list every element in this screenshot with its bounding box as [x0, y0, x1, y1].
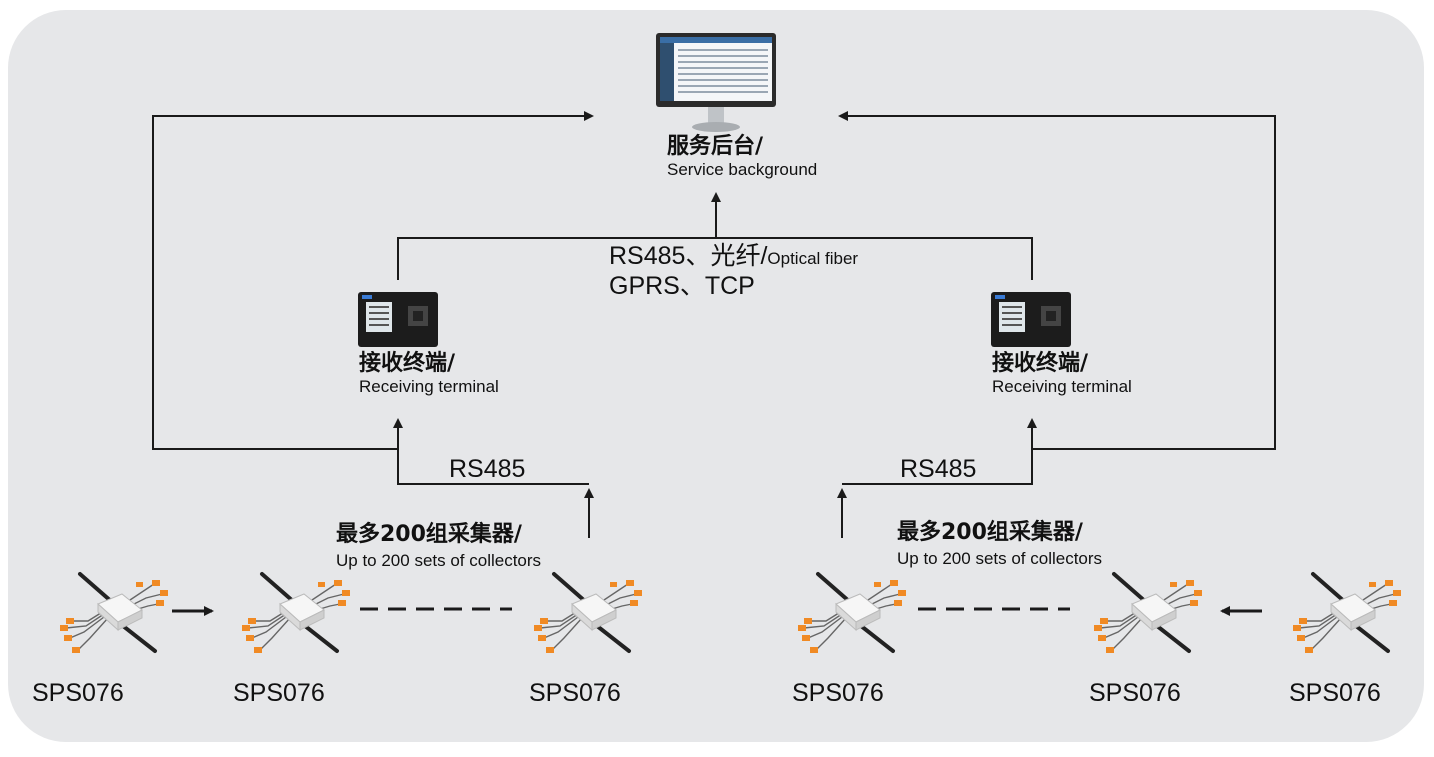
collector-device-icon	[524, 566, 649, 665]
collector-label-4: SPS076	[792, 679, 884, 707]
collector-device-icon	[788, 566, 913, 665]
bus-label-left: RS485	[449, 455, 526, 483]
collector-group-right-cn: 最多200组采集器/	[897, 520, 1083, 545]
terminal-left-title-en: Receiving terminal	[359, 377, 499, 396]
receiving-terminal-right-icon	[991, 292, 1071, 351]
bus-label-right: RS485	[900, 455, 977, 483]
terminal-right-title-en: Receiving terminal	[992, 377, 1132, 396]
collector-label-5: SPS076	[1089, 679, 1181, 707]
collector-device-icon	[1283, 566, 1408, 665]
left-outer-line	[152, 111, 594, 450]
collector-device-icon	[50, 566, 175, 665]
collector-device-icon	[1084, 566, 1209, 665]
network-optical-fiber: Optical fiber	[767, 249, 859, 268]
right-outer-line	[838, 111, 1276, 450]
network-protocols: RS485、光纤/	[609, 242, 768, 270]
collector-label-6: SPS076	[1289, 679, 1381, 707]
terminal-left-title-cn: 接收终端/	[359, 351, 456, 376]
server-title-cn: 服务后台/	[667, 134, 764, 159]
server-title-en: Service background	[667, 160, 818, 179]
receiving-terminal-left-icon	[358, 292, 438, 351]
collector-device-icon	[232, 566, 357, 665]
terminal-right-title-cn: 接收终端/	[992, 351, 1089, 376]
collector-group-left-cn: 最多200组采集器/	[336, 522, 522, 547]
collector-label-2: SPS076	[233, 679, 325, 707]
collector-label-1: SPS076	[32, 679, 124, 707]
network-label-line2: GPRS、TCP	[609, 272, 755, 300]
server-monitor-icon	[656, 33, 776, 137]
collector-label-3: SPS076	[529, 679, 621, 707]
collector-group-left-en: Up to 200 sets of collectors	[336, 551, 542, 570]
network-label-line1: RS485、光纤/Optical fiber	[609, 244, 858, 269]
collector-group-right-en: Up to 200 sets of collectors	[897, 549, 1103, 568]
